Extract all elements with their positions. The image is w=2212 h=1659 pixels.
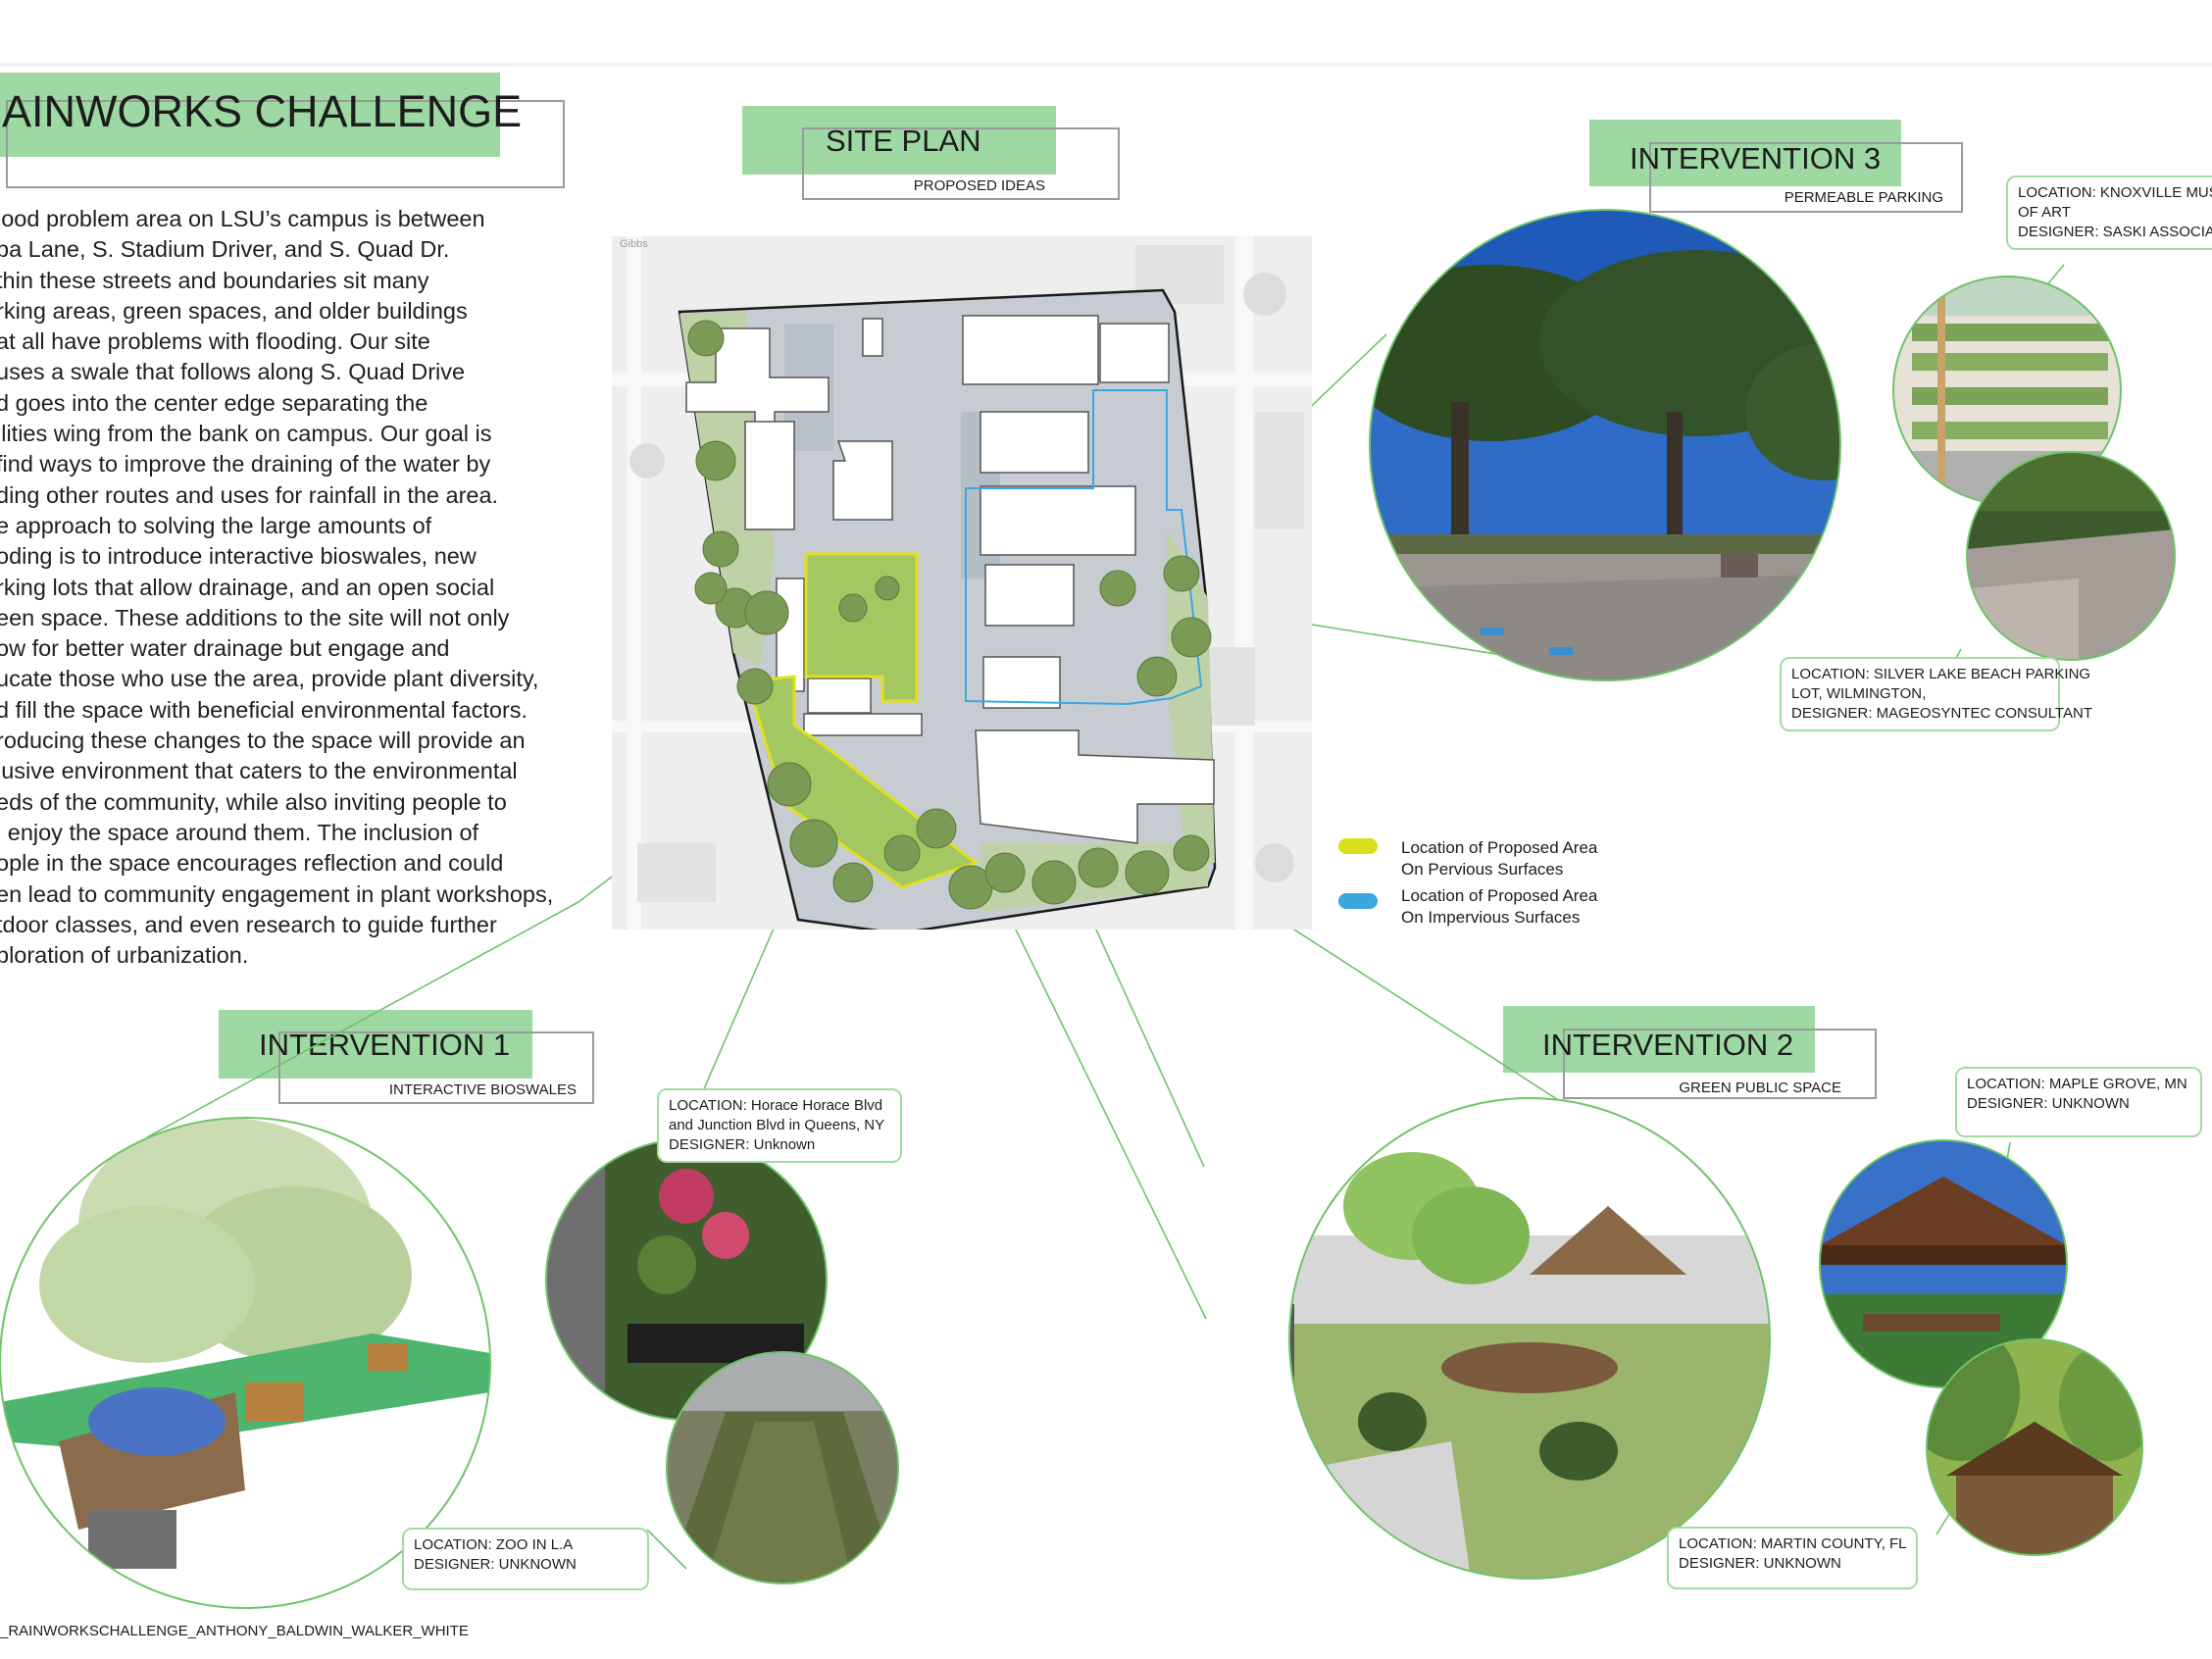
callout-line: DESIGNER: Unknown — [669, 1136, 816, 1153]
top-rule — [0, 63, 2212, 67]
description-line: lood problem area on LSU’s campus is bet… — [0, 206, 485, 231]
callout-line: LOCATION: MARTIN COUNTY, FL — [1679, 1535, 1907, 1552]
location-callout-queens: LOCATION: Horace Horace Blvd and Junctio… — [657, 1088, 902, 1163]
callout-line: LOCATION: MAPLE GROVE, MN — [1967, 1076, 2187, 1092]
site-plan-map — [612, 236, 1312, 930]
intervention-3-title-box — [1589, 120, 1901, 186]
intervention-3-title-outline — [1649, 142, 1963, 213]
footer-filename: _RAINWORKSCHALLENGE_ANTHONY_BALDWIN_WALK… — [0, 1623, 469, 1639]
intervention-3-photo-paving — [1966, 451, 2176, 661]
map-corner-label: Gibbs — [620, 238, 648, 250]
callout-line: DESIGNER: UNKNOWN — [1967, 1095, 2130, 1112]
callout-line: LOCATION: SILVER LAKE BEACH PARKING — [1791, 666, 2091, 682]
intervention-2-title-box — [1503, 1006, 1815, 1073]
description-line: ploration of urbanization. — [0, 942, 249, 969]
intervention-1-title-box — [219, 1010, 532, 1079]
description-line: roducing these changes to the space will… — [0, 728, 526, 754]
intervention-1-subtitle: INTERACTIVE BIOSWALES — [388, 1081, 577, 1098]
intervention-3-photo-main — [1369, 209, 1841, 681]
intervention-3-subtitle: PERMEABLE PARKING — [1784, 189, 1943, 206]
intervention-3-title: INTERVENTION 3 — [1630, 141, 1882, 176]
legend-pervious-line1: Location of Proposed Area — [1401, 838, 1598, 857]
impervious-area-lot — [965, 389, 1203, 706]
intervention-2-photo-main — [1288, 1097, 1771, 1580]
site-plan-subtitle: PROPOSED IDEAS — [913, 177, 1045, 194]
site-plan-title: SITE PLAN — [826, 124, 981, 158]
callout-line: and Junction Blvd in Queens, NY — [669, 1117, 885, 1133]
intervention-1-title-outline — [278, 1031, 594, 1104]
site-plan-title-outline — [802, 127, 1120, 200]
callout-line: DESIGNER: SASKI ASSOCIATES — [2018, 224, 2212, 240]
callout-line: LOCATION: Horace Horace Blvd — [669, 1097, 883, 1114]
description-line: ople in the space encourages reflection … — [0, 850, 504, 877]
description-line: thin these streets and boundaries sit ma… — [0, 267, 429, 293]
description-line: at all have problems with flooding. Our … — [0, 328, 430, 355]
location-callout-martin-county: LOCATION: MARTIN COUNTY, FL DESIGNER: UN… — [1667, 1527, 1918, 1589]
description-line: ucate those who use the area, provide pl… — [0, 666, 539, 692]
project-description: lood problem area on LSU’s campus is bet… — [0, 204, 584, 971]
description-line: ba Lane, S. Stadium Driver, and S. Quad … — [0, 236, 450, 263]
intervention-2-title-outline — [1563, 1029, 1877, 1099]
description-line: uses a swale that follows along S. Quad … — [0, 359, 466, 385]
callout-line: DESIGNER: UNKNOWN — [414, 1556, 577, 1573]
intervention-1-title: INTERVENTION 1 — [259, 1028, 511, 1062]
location-callout-zoo-la: LOCATION: ZOO IN L.A DESIGNER: UNKNOWN — [402, 1528, 649, 1590]
callout-line: LOCATION: KNOXVILLE MUSEUM — [2018, 184, 2212, 201]
description-line: eds of the community, while also invitin… — [0, 788, 507, 815]
legend-label-impervious: Location of Proposed Area On Impervious … — [1401, 885, 1597, 929]
description-line: l enjoy the space around them. The inclu… — [0, 819, 479, 845]
legend-impervious-line1: Location of Proposed Area — [1401, 886, 1598, 905]
callout-line: OF ART — [2018, 204, 2071, 221]
intervention-2-subtitle: GREEN PUBLIC SPACE — [1679, 1080, 1841, 1096]
callout-line: DESIGNER: MAGEOSYNTEC CONSULTANT — [1791, 705, 2092, 722]
location-callout-knoxville: LOCATION: KNOXVILLE MUSEUM OF ART DESIGN… — [2006, 176, 2212, 250]
description-line: ow for better water drainage but engage … — [0, 635, 450, 662]
location-callout-silver-lake: LOCATION: SILVER LAKE BEACH PARKING LOT,… — [1780, 657, 2092, 731]
description-line: tdoor classes, and even research to guid… — [0, 911, 497, 937]
legend-pervious-line2: On Pervious Surfaces — [1401, 860, 1564, 879]
description-line: ilities wing from the bank on campus. Ou… — [0, 421, 492, 447]
description-line: een space. These additions to the site w… — [0, 604, 510, 630]
main-title-outline — [6, 100, 565, 188]
description-line: e approach to solving the large amounts … — [0, 512, 432, 538]
callout-line: LOT, WILMINGTON, — [1791, 685, 1927, 702]
description-line: d goes into the center edge separating t… — [0, 389, 428, 416]
main-title-box — [0, 73, 500, 157]
legend-swatch-pervious — [1338, 838, 1378, 854]
intervention-1-photo-main — [0, 1117, 491, 1609]
legend-label-pervious: Location of Proposed Area On Pervious Su… — [1401, 837, 1597, 880]
description-line: en lead to community engagement in plant… — [0, 880, 554, 907]
legend-impervious-line2: On Impervious Surfaces — [1401, 908, 1581, 927]
location-callout-maple-grove: LOCATION: MAPLE GROVE, MN DESIGNER: UNKN… — [1955, 1067, 2202, 1137]
description-line: d fill the space with beneficial environ… — [0, 696, 528, 723]
callout-line: DESIGNER: UNKNOWN — [1679, 1555, 1841, 1572]
legend-swatch-impervious — [1338, 893, 1378, 909]
intervention-1-photo-swale — [666, 1351, 899, 1584]
intervention-2-title: INTERVENTION 2 — [1542, 1028, 1794, 1062]
description-line: oding is to introduce interactive bioswa… — [0, 543, 477, 570]
main-title: AINWORKS CHALLENGE — [2, 86, 523, 136]
description-line: lusive environment that caters to the en… — [0, 758, 518, 784]
site-plan-title-box — [742, 106, 1056, 175]
description-line: rking lots that allow drainage, and an o… — [0, 574, 495, 600]
description-line: find ways to improve the draining of the… — [0, 451, 491, 478]
callout-line: LOCATION: ZOO IN L.A — [414, 1536, 574, 1553]
description-line: ding other routes and uses for rainfall … — [0, 481, 499, 508]
description-line: rking areas, green spaces, and older bui… — [0, 297, 468, 324]
